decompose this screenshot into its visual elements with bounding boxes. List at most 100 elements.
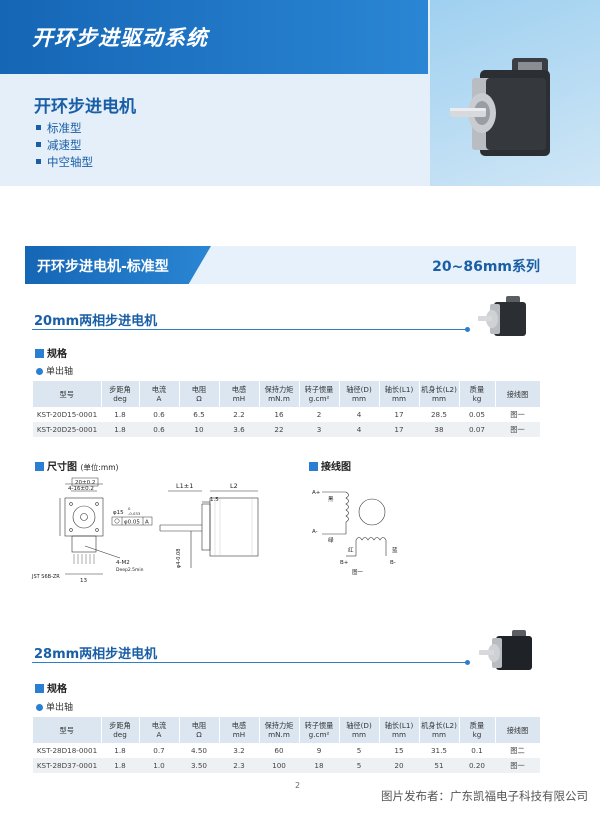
motor20-title: 20mm两相步进电机 bbox=[34, 314, 158, 329]
shaft-type-label: 单出轴 bbox=[36, 364, 73, 377]
table-cell: 3.6 bbox=[219, 422, 259, 437]
hero-type-item: 标准型 bbox=[36, 120, 93, 137]
wire-blue: 蓝 bbox=[392, 546, 398, 554]
table-cell: 0.1 bbox=[471, 746, 483, 755]
table-cell: 17 bbox=[379, 422, 419, 437]
table-cell: 1.8 bbox=[101, 758, 139, 773]
table-cell: 2.3 bbox=[219, 758, 259, 773]
wire-b-plus: B+ bbox=[340, 560, 349, 566]
table-cell: 18 bbox=[299, 758, 339, 773]
hero-type-item: 减速型 bbox=[36, 137, 93, 154]
hero-type-item: 中空轴型 bbox=[36, 154, 93, 171]
specs-label: 规格 bbox=[47, 684, 67, 695]
table-cell: 5 bbox=[356, 746, 362, 755]
square-bullet-icon bbox=[35, 684, 44, 693]
dim-width: 13 bbox=[80, 578, 87, 584]
table-cell: 2.2 bbox=[233, 410, 245, 419]
wire-black: 黑 bbox=[328, 496, 334, 503]
table-row: KST-20D15-0001 1.8 0.6 6.5 2.2 16 2 4 17… bbox=[33, 407, 540, 422]
dim-connector: JST S6B-ZR bbox=[31, 574, 60, 580]
wiring-label: 接线图 bbox=[321, 462, 351, 473]
square-bullet-icon bbox=[35, 349, 44, 358]
publisher-credit: 图片发布者：广东凯福电子科技有限公司 bbox=[381, 789, 588, 803]
table-cell: 0.05 bbox=[468, 410, 485, 419]
table-cell: 6.5 bbox=[193, 410, 205, 419]
motor28-photo bbox=[476, 628, 536, 680]
square-bullet-icon bbox=[35, 462, 44, 471]
table-cell: 3 bbox=[299, 422, 339, 437]
table-cell: 17 bbox=[394, 410, 404, 419]
column-header: 轴长(L1)mm bbox=[379, 717, 420, 743]
table-cell: KST-20D15-0001 bbox=[36, 410, 98, 419]
specs-heading: 规格 bbox=[35, 680, 67, 695]
runout-icon bbox=[114, 518, 120, 524]
table-cell: 图一 bbox=[510, 409, 525, 419]
table-cell: 0.6 bbox=[139, 422, 179, 437]
table-cell: 3.50 bbox=[179, 758, 219, 773]
table-cell: 4 bbox=[356, 410, 362, 419]
wiring-caption: 图一 bbox=[352, 568, 364, 576]
page-number: 2 bbox=[295, 781, 301, 790]
table-cell: 1.8 bbox=[101, 422, 139, 437]
table-cell: 51 bbox=[419, 758, 459, 773]
dim-runout: φ0.05 bbox=[124, 520, 140, 526]
table-cell: 3.2 bbox=[233, 746, 245, 755]
dim-l2: L2 bbox=[230, 482, 238, 490]
dimension-unit: (单位:mm) bbox=[80, 463, 119, 472]
table-cell: 10 bbox=[179, 422, 219, 437]
stepper-motor-image bbox=[450, 58, 550, 156]
hero-title-bar: 开环步进驱动系统 bbox=[0, 0, 428, 74]
dim-l1: L1±1 bbox=[176, 482, 193, 490]
column-header: 接线图 bbox=[495, 381, 541, 407]
column-header: 机身长(L2)mm bbox=[419, 381, 460, 407]
column-header: 接线图 bbox=[495, 717, 541, 743]
hero-type-list: 标准型 减速型 中空轴型 bbox=[36, 120, 93, 171]
dim-depth: Deep2.5min bbox=[116, 567, 144, 573]
dim-shaft: φ4-0.08 bbox=[176, 549, 182, 568]
table-cell: 1.8 bbox=[114, 410, 126, 419]
wiring-diagram-svg: A+ 黑 A- 绿 红 蓝 B+ B- 图一 bbox=[312, 490, 398, 576]
table-cell: KST-28D18-0001 bbox=[36, 746, 98, 755]
table-cell: 图一 bbox=[495, 758, 540, 773]
hero-motor-photo bbox=[430, 0, 600, 186]
dimension-drawing-svg: 20±0.2 4-16±0.2 13 JST S6B-ZR φ15 0 -0.0… bbox=[31, 477, 259, 584]
square-bullet-icon bbox=[309, 462, 318, 471]
dim-datum: A bbox=[145, 520, 149, 526]
column-header: 机身长(L2)mm bbox=[419, 717, 460, 743]
table-cell: 0.7 bbox=[153, 746, 165, 755]
table-cell: 5 bbox=[339, 758, 379, 773]
hero-subtitle: 开环步进电机 bbox=[34, 97, 136, 117]
wire-b-minus: B- bbox=[390, 560, 396, 566]
table-row: KST-20D25-0001 1.8 0.6 10 3.6 22 3 4 17 … bbox=[33, 422, 540, 437]
table-cell: 38 bbox=[419, 422, 459, 437]
dim-pitch: 4-16±0.2 bbox=[68, 486, 94, 492]
section-title: 开环步进电机-标准型 bbox=[37, 259, 169, 275]
table-row: KST-28D37-0001 1.8 1.0 3.50 2.3 100 18 5… bbox=[33, 758, 540, 773]
motor20-photo bbox=[476, 294, 532, 346]
table-cell: 1.8 bbox=[114, 746, 126, 755]
table-cell: 4.50 bbox=[190, 746, 207, 755]
section-header: 开环步进电机-标准型 20~86mm系列 bbox=[25, 246, 576, 284]
table-cell: 15 bbox=[394, 746, 404, 755]
wire-a-plus: A+ bbox=[312, 490, 321, 496]
dimension-drawing: 20±0.2 4-16±0.2 13 JST S6B-ZR φ15 0 -0.0… bbox=[30, 476, 290, 588]
stepper-motor-image bbox=[479, 630, 532, 670]
section-series: 20~86mm系列 bbox=[432, 259, 540, 275]
table-cell: KST-28D37-0001 bbox=[33, 758, 101, 773]
table-cell: 图一 bbox=[495, 422, 540, 437]
column-header: 型号 bbox=[33, 717, 102, 743]
dim-hole-tol2: -0.033 bbox=[128, 511, 141, 516]
hero-banner: 开环步进驱动系统 开环步进电机 标准型 减速型 中空轴型 bbox=[0, 0, 600, 186]
